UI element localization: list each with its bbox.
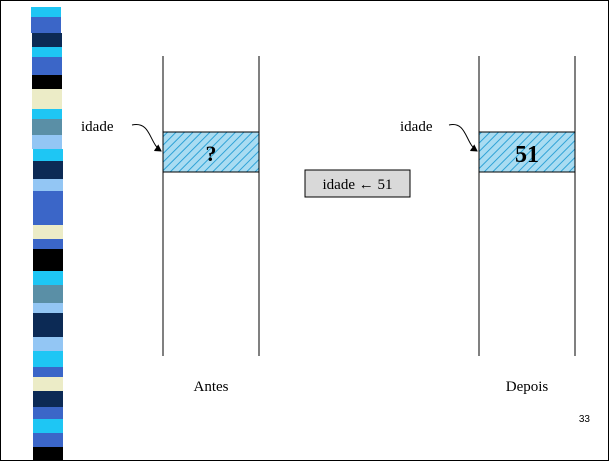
- before-caption: Antes: [194, 379, 229, 395]
- assignment-statement: idade ← 51: [323, 177, 393, 193]
- assignment-box: idade ← 51: [304, 169, 411, 198]
- after-caption: Depois: [506, 379, 549, 395]
- before-memory-cell: [162, 131, 260, 173]
- decorative-stripe: [1, 1, 69, 460]
- before-variable-label: idade: [81, 119, 114, 135]
- after-pointer-arrow: [448, 124, 478, 152]
- after-memory-cell: [478, 131, 576, 173]
- after-variable-label: idade: [400, 119, 433, 135]
- assignment-box-bg: [304, 169, 411, 198]
- stripe-blocks: [19, 1, 63, 460]
- after-cell-value: 51: [515, 142, 539, 168]
- page-number: 33: [578, 414, 590, 425]
- before-cell-value: ?: [206, 141, 217, 166]
- before-pointer-arrow: [131, 124, 162, 152]
- before-memory: ? idade Antes: [81, 56, 260, 395]
- after-memory: 51 idade Depois: [400, 56, 576, 395]
